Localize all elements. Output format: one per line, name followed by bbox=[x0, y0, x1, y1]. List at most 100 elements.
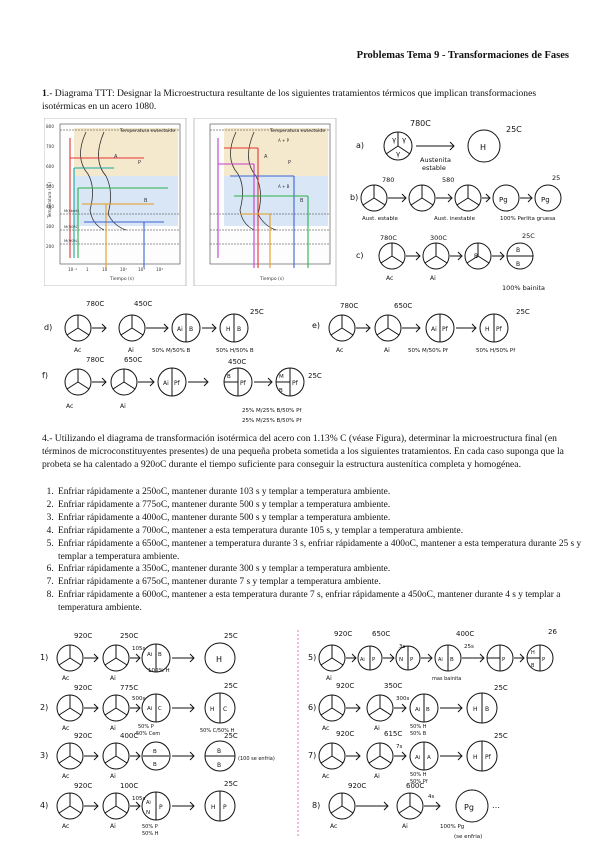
ans-f-note1: Ac bbox=[66, 403, 73, 410]
ans4-4-temp3: 25C bbox=[224, 780, 238, 788]
ans4-2-note3: 500s bbox=[132, 696, 145, 702]
phase: Pf bbox=[496, 326, 503, 333]
phase: C bbox=[158, 706, 162, 712]
ans4-8-note3: Ai bbox=[402, 823, 408, 830]
ans4-6-note5: 50% B bbox=[410, 731, 427, 737]
phase: H bbox=[211, 804, 216, 811]
ttt-diagram-right: Temperatura eutectoide A P B A + B A + P… bbox=[193, 118, 337, 286]
ans4-4-note2: Ai bbox=[110, 823, 116, 830]
ans4-2-note6: 50% C/50% H bbox=[200, 728, 235, 734]
phase: H bbox=[480, 143, 486, 152]
ans4-3-temp1: 920C bbox=[74, 732, 92, 740]
ytick: 400 bbox=[46, 204, 54, 209]
ans4-2-note1: Ac bbox=[62, 725, 69, 732]
ytick: 200 bbox=[46, 244, 54, 249]
phase: B bbox=[217, 762, 221, 769]
ans4-3-note2: Ai bbox=[110, 773, 116, 780]
phase: Pf bbox=[442, 326, 449, 333]
xtick: 1 bbox=[86, 267, 89, 272]
ans-b-note3: 100% Perlita gruesa bbox=[500, 216, 555, 222]
ans4-2-temp2: 775C bbox=[120, 684, 138, 692]
ans4-7-temp3: 25C bbox=[494, 732, 508, 740]
ans4-6-note1: 300s bbox=[396, 696, 409, 702]
ans4-6-label: 6) bbox=[308, 703, 316, 712]
problem-1-text: 1.- Diagrama TTT: Designar la Microestru… bbox=[42, 87, 562, 113]
ttt-label-b-right: B bbox=[300, 198, 304, 204]
ans-c-temp1: 780C bbox=[380, 234, 397, 242]
phase: Ai bbox=[431, 326, 437, 333]
phase: B bbox=[531, 663, 535, 669]
ans-b-label: b) bbox=[350, 193, 358, 202]
phase: N bbox=[146, 810, 150, 816]
phase: Ai bbox=[147, 706, 153, 712]
ans-d-note4: 50% H/50% B bbox=[216, 348, 254, 354]
ttt-label-ab-right: A + B bbox=[278, 184, 290, 189]
ans-c-temp3: 25C bbox=[522, 232, 535, 240]
ans-d-label: d) bbox=[44, 323, 52, 332]
ans-a-label: a) bbox=[356, 141, 364, 150]
phase: B bbox=[189, 326, 193, 333]
ans-c-note3: 100% bainita bbox=[502, 284, 545, 292]
problem-4-item: Enfriar rápidamente a 775oC, mantener du… bbox=[56, 499, 586, 512]
ans4-2-label: 2) bbox=[40, 703, 48, 712]
ans4-6-temp3: 25C bbox=[494, 684, 508, 692]
ans4-7-note2: Ac bbox=[322, 773, 329, 780]
ans-b-temp3: 25 bbox=[552, 174, 560, 182]
ttt-label-p-left: P bbox=[138, 160, 141, 166]
phase: γ bbox=[402, 136, 406, 144]
ans4-2-note4: 50% P bbox=[138, 724, 154, 730]
ans4-1-temp1: 920C bbox=[74, 632, 92, 640]
phase: B bbox=[450, 657, 454, 663]
problem-4-item: Enfriar rápidamente a 350oC, mantener du… bbox=[56, 563, 586, 576]
phase: B bbox=[153, 749, 157, 755]
xtick: 10³ bbox=[138, 267, 145, 272]
ans4-1-label: 1) bbox=[40, 653, 48, 662]
ans4-2-note5: 50% Cem bbox=[136, 731, 160, 737]
ans4-1-note1: Ac bbox=[62, 675, 69, 682]
ans-a-note2: estable bbox=[422, 164, 446, 172]
problem-4-list: Enfriar rápidamente a 250oC, mantener du… bbox=[42, 486, 586, 615]
ans4-3-note3: (100 se enfria) bbox=[238, 756, 275, 762]
ans4-1-note4: 100% H bbox=[148, 668, 170, 674]
ans4-7-note1: 7s bbox=[396, 744, 402, 750]
ans-d-note2: Ai bbox=[128, 347, 134, 354]
problem-4-item: Enfriar rápidamente a 600oC, mantener a … bbox=[56, 589, 586, 615]
phase: B bbox=[474, 253, 478, 260]
ans-f-temp1: 780C bbox=[86, 356, 104, 364]
phase: C bbox=[223, 706, 227, 713]
problem-4-item: Enfriar rápidamente a 250oC, mantener du… bbox=[56, 486, 586, 499]
ttt-label-m50-left: M(50%) bbox=[64, 224, 79, 229]
ans-d-note1: Ac bbox=[74, 347, 81, 354]
phase: B bbox=[516, 261, 520, 268]
ttt-title-right: Temperatura eutectoide bbox=[269, 128, 325, 134]
phase: H bbox=[531, 650, 535, 656]
ytick: 700 bbox=[46, 144, 54, 149]
ans4-5-temp2: 650C bbox=[372, 630, 390, 638]
ans4-3-note1: Ac bbox=[62, 773, 69, 780]
ans-d-temp2: 450C bbox=[134, 300, 152, 308]
ttt-label-ms-left: M(start) bbox=[64, 208, 80, 213]
phase: Pf bbox=[485, 754, 492, 761]
ans-e-note2: Ai bbox=[384, 347, 390, 354]
phase: P bbox=[502, 657, 506, 663]
phase: P bbox=[223, 804, 227, 811]
ans4-7-temp1: 920C bbox=[336, 730, 354, 738]
ttt-label-ap-right: A + P bbox=[278, 138, 290, 143]
problem-4-item: Enfriar rápidamente a 650oC, mantener a … bbox=[56, 538, 586, 564]
ans4-5-label: 5) bbox=[308, 653, 316, 662]
ans-d-note3: 50% M/50% B bbox=[152, 348, 191, 354]
phase: B bbox=[516, 247, 520, 254]
phase: N bbox=[399, 657, 403, 663]
ans4-8-temp1: 920C bbox=[348, 782, 366, 790]
ans4-8-note5: (se enfria) bbox=[454, 834, 482, 840]
ans-c-note1: Ac bbox=[386, 275, 393, 282]
phase: B bbox=[279, 388, 283, 394]
ans4-1-note2: Ai bbox=[110, 675, 116, 682]
ans4-6-note4: 50% H bbox=[410, 724, 427, 730]
problem-4-text: 4.- Utilizando el diagrama de transforma… bbox=[42, 433, 564, 470]
phase: B bbox=[158, 652, 162, 658]
ttt-diagrams: Temperatura eutectoide A P B M(start) M(… bbox=[44, 118, 337, 286]
phase: H bbox=[485, 326, 490, 333]
phase: H bbox=[216, 655, 222, 664]
ttt-label-b-left: B bbox=[144, 198, 148, 204]
